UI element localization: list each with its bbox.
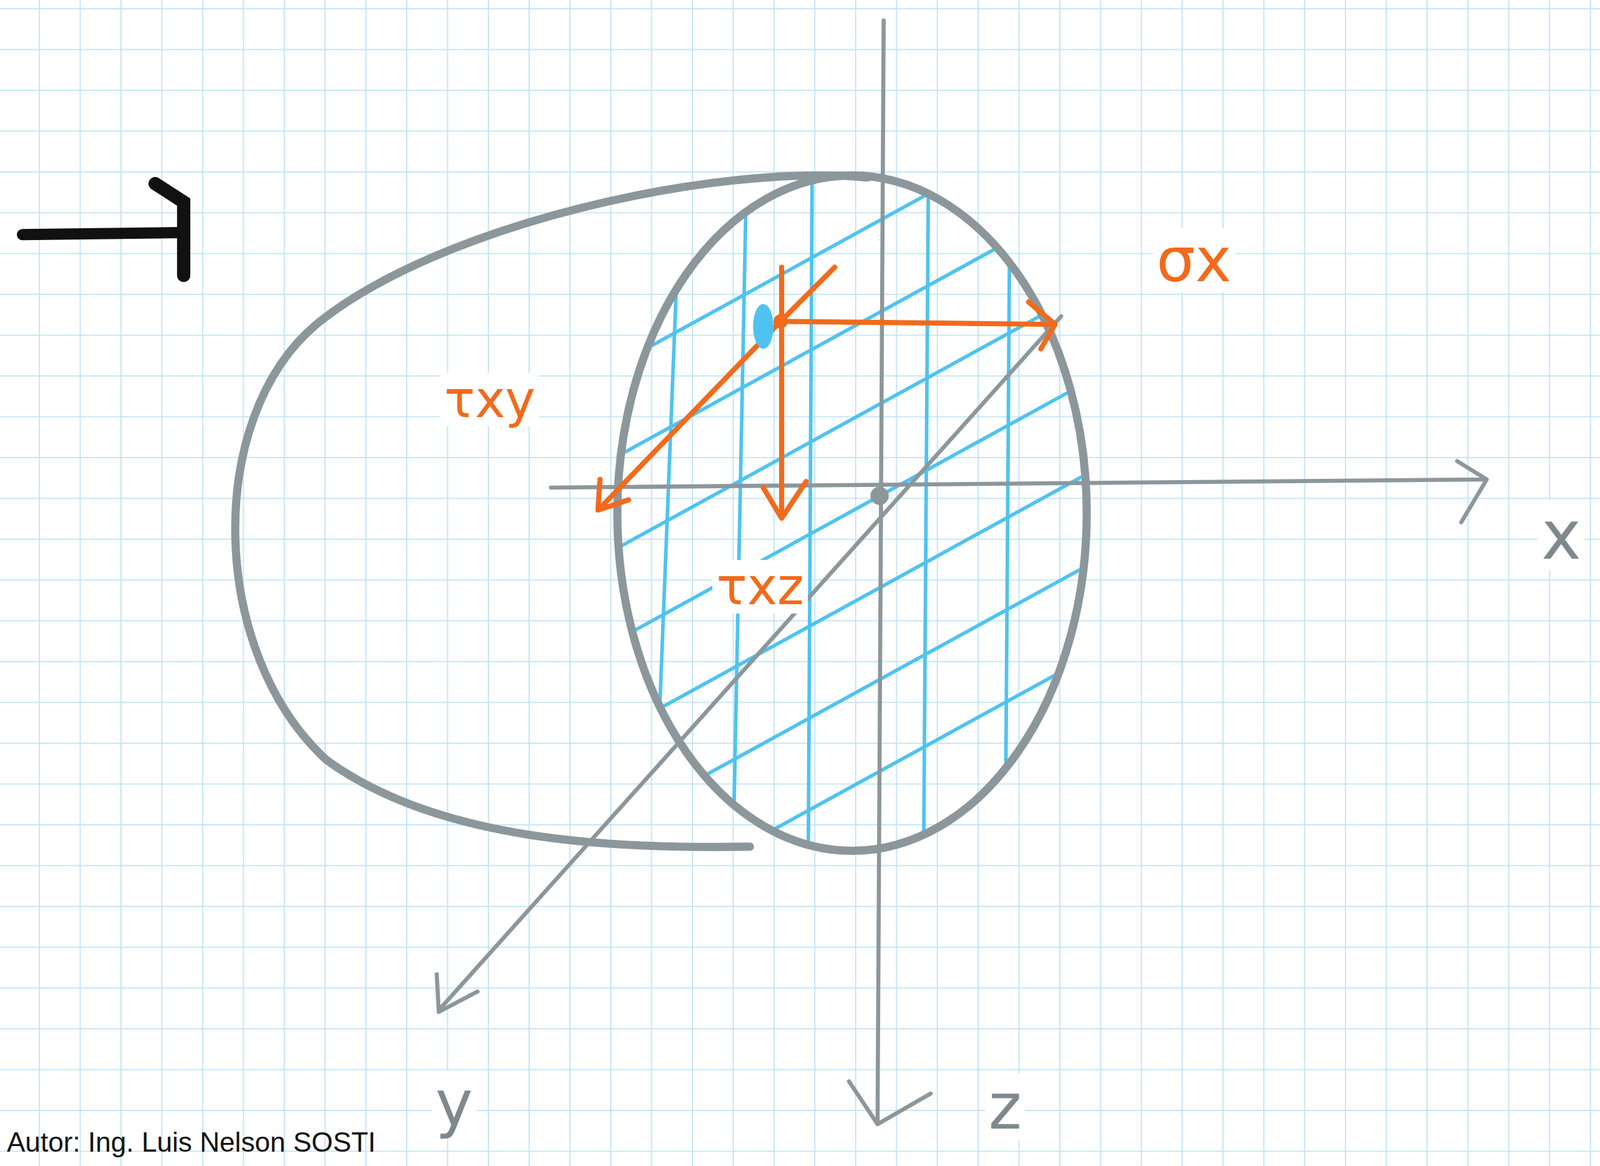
x-axis-head: [1457, 460, 1487, 523]
shear-xz-head: [763, 481, 807, 519]
shear-xy-line: [780, 267, 835, 322]
x-axis: [550, 479, 1485, 488]
area-element: [752, 304, 774, 350]
axes: [436, 20, 1487, 1125]
stress-point: [773, 314, 788, 329]
z-axis: [877, 20, 884, 1123]
body-outline: [235, 175, 868, 848]
axis-label: z: [984, 1074, 1026, 1141]
shear-xz-arrow: [779, 267, 785, 516]
stress-label: σx: [1152, 228, 1236, 293]
stress-label: τxy: [440, 373, 539, 427]
axis-label: x: [1537, 500, 1586, 571]
y-axis: [441, 316, 1062, 1009]
normal-stress-head: [1028, 301, 1056, 349]
author-note: Autor: Ing. Luis Nelson SOSTI: [6, 1128, 376, 1158]
axis-label: y: [431, 1071, 477, 1138]
shear-xy-arrow: [601, 321, 781, 506]
origin-dot: [870, 486, 889, 505]
y-axis-head: [436, 974, 478, 1013]
normal-stress-arrow: [780, 321, 1053, 325]
direction-arrow: [22, 183, 184, 276]
shear-xy-head: [598, 479, 629, 511]
section-hatching: [571, 81, 1133, 942]
stress-label: τxz: [712, 560, 808, 614]
z-axis-head: [848, 1081, 931, 1125]
stress-arrows: [598, 267, 1056, 519]
section-outline: [617, 175, 1087, 851]
